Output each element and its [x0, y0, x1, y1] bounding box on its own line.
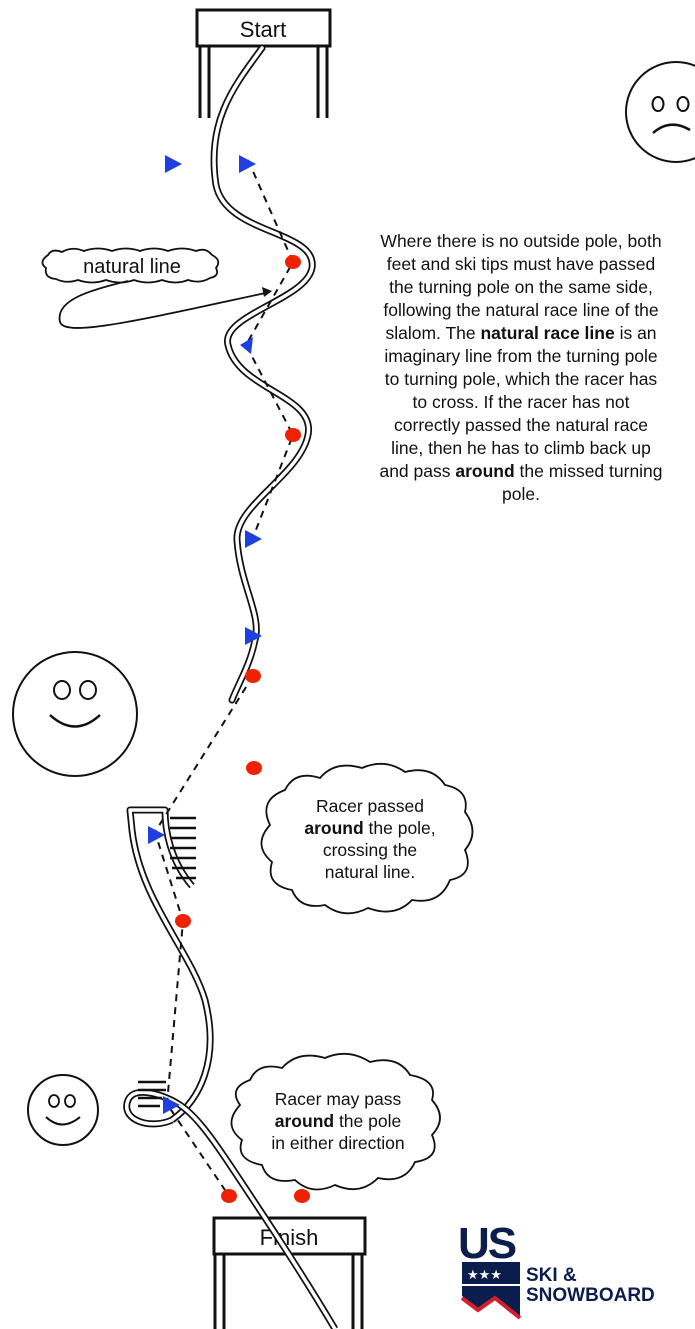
explanation-bold-around: around — [455, 461, 515, 481]
climb-marks-middle — [170, 816, 196, 880]
cloud-passed-line2: around the pole, — [304, 818, 436, 838]
explanation-part: Where there is no outside pole, both fee… — [380, 231, 662, 343]
turning-pole — [285, 428, 301, 442]
outside-pole — [245, 627, 262, 645]
cloud-either-line2: around the pole — [274, 1111, 402, 1131]
outside-pole — [239, 155, 256, 173]
cloud-either-line1: Racer may pass — [274, 1089, 402, 1109]
natural-line-callout: natural line — [41, 247, 272, 329]
cloud-either-text: Racer may pass around the pole in either… — [248, 1088, 428, 1154]
outside-pole — [163, 1096, 180, 1114]
finish-gate: Finish — [212, 1216, 367, 1329]
cloud-passed-line4: natural line. — [324, 862, 416, 882]
turning-pole — [246, 761, 262, 775]
turning-pole — [221, 1189, 237, 1203]
explanation-part: is an imaginary line from the turning po… — [379, 323, 658, 481]
outside-pole — [148, 826, 165, 844]
sad-face-icon — [625, 61, 695, 163]
natural-line-label: natural line — [83, 256, 181, 278]
cloud-passed-shape — [260, 762, 474, 915]
turning-pole — [294, 1189, 310, 1203]
ski-track-climb — [126, 806, 214, 1123]
cloud-passed-line3: crossing the — [322, 840, 418, 860]
turning-poles — [175, 255, 310, 1203]
outside-pole — [240, 337, 253, 354]
logo-us: US — [458, 1219, 516, 1268]
cloud-passed-text: Racer passed around the pole, crossing t… — [280, 795, 460, 883]
cloud-either-line3: in either direction — [271, 1133, 405, 1153]
outside-poles — [148, 155, 262, 1114]
happy-face-small-icon — [27, 1074, 99, 1146]
logo-snowboard: SNOWBOARD — [526, 1285, 655, 1306]
outside-pole — [165, 155, 182, 173]
happy-face-large-icon — [12, 651, 138, 777]
ski-track-upper — [210, 44, 316, 704]
turning-pole — [245, 669, 261, 683]
logo-ski: SKI & — [526, 1265, 577, 1286]
explanation-bold-natural-race-line: natural race line — [480, 323, 615, 343]
ski-track-loop — [123, 1088, 339, 1329]
start-label: Start — [240, 17, 286, 42]
outside-pole — [245, 530, 262, 548]
explanation-part: the missed turning pole. — [502, 461, 663, 504]
turning-pole — [285, 255, 301, 269]
start-gate: Start — [195, 8, 332, 118]
cloud-either-shape — [230, 1052, 441, 1191]
natural-race-line — [153, 159, 295, 1197]
us-ski-snowboard-logo-icon: US ★★★ SKI & SNOWBOARD — [458, 1219, 655, 1320]
climb-marks-lower — [138, 1080, 166, 1108]
svg-text:★★★: ★★★ — [467, 1268, 502, 1283]
turning-pole — [175, 914, 191, 928]
explanation-text: Where there is no outside pole, both fee… — [378, 230, 664, 506]
cloud-passed-line1: Racer passed — [316, 796, 424, 816]
